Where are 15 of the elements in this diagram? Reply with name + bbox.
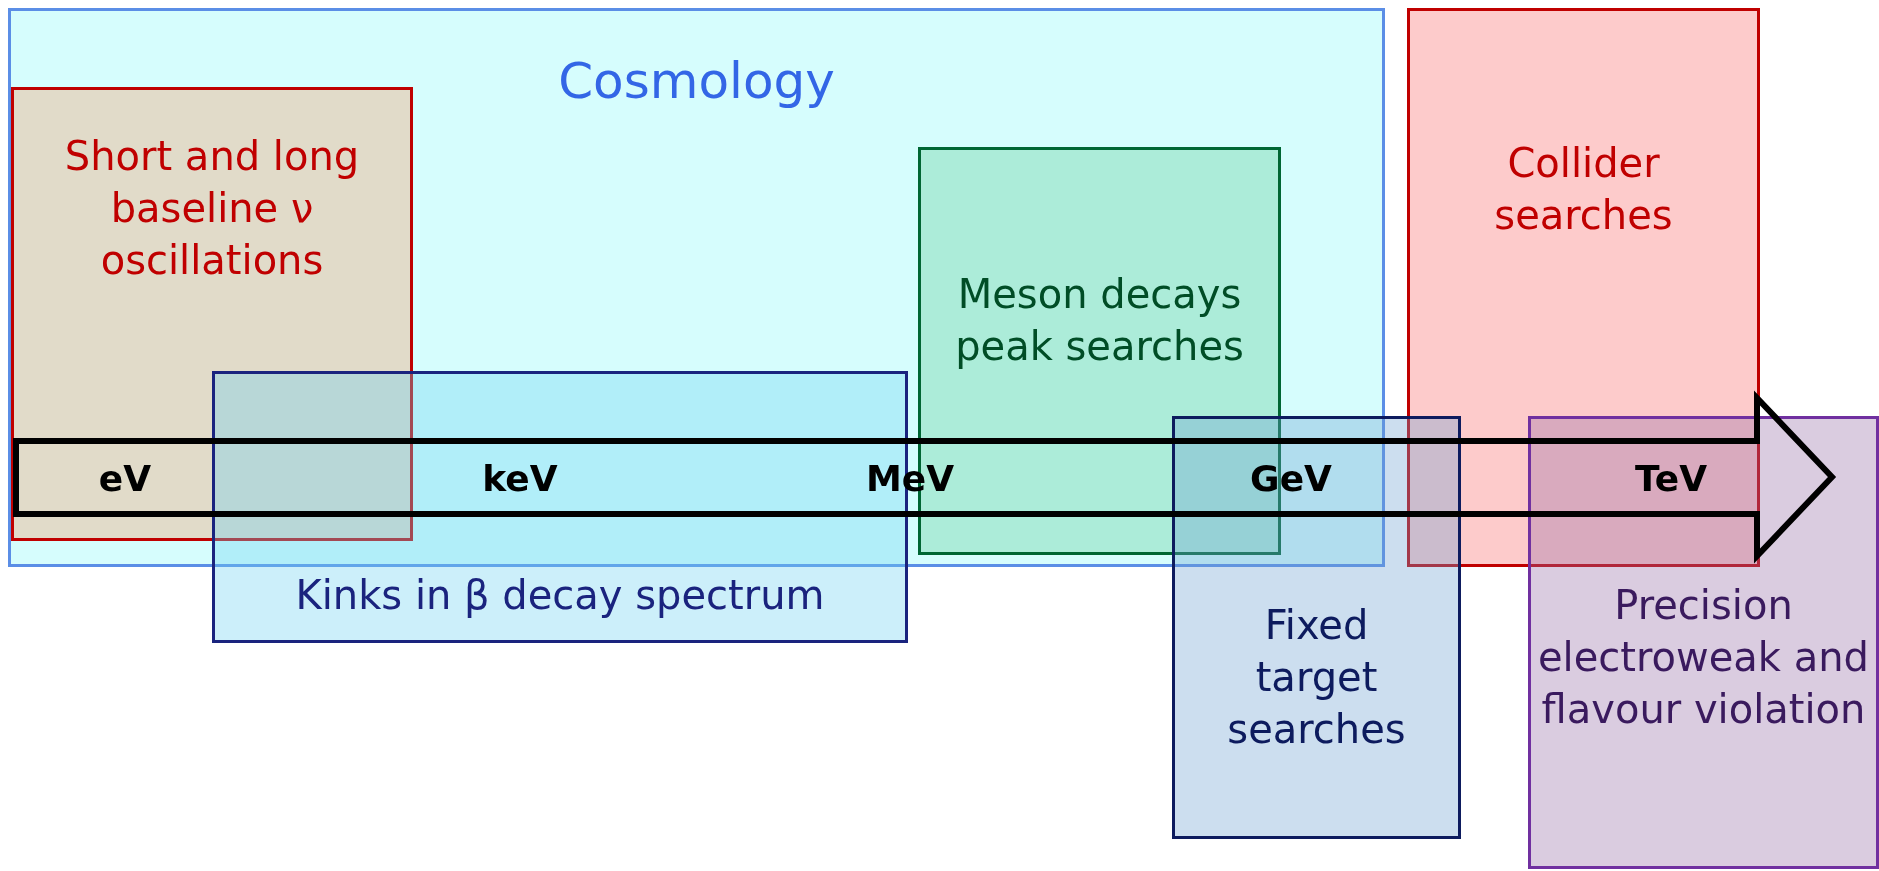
region-box <box>1528 416 1879 869</box>
region-label: Collider searches <box>1493 139 1674 240</box>
region-box <box>8 8 1385 567</box>
region-box <box>1407 8 1760 567</box>
region-label: Kinks in β decay spectrum <box>295 571 825 620</box>
energy-scale-label: TeV <box>1634 457 1708 499</box>
region-label: Short and long baseline ν oscillations <box>63 132 361 285</box>
region-label: Precision electroweak and flavour violation <box>1537 581 1870 734</box>
region-label: Meson decays peak searches <box>954 270 1245 371</box>
region-label: Cosmology <box>558 51 835 112</box>
energy-scale-label: eV <box>98 457 152 499</box>
region-box <box>1172 416 1461 839</box>
region-label: Fixed target searches <box>1226 601 1407 754</box>
region-box <box>11 87 413 541</box>
energy-scale-label: keV <box>482 457 558 499</box>
